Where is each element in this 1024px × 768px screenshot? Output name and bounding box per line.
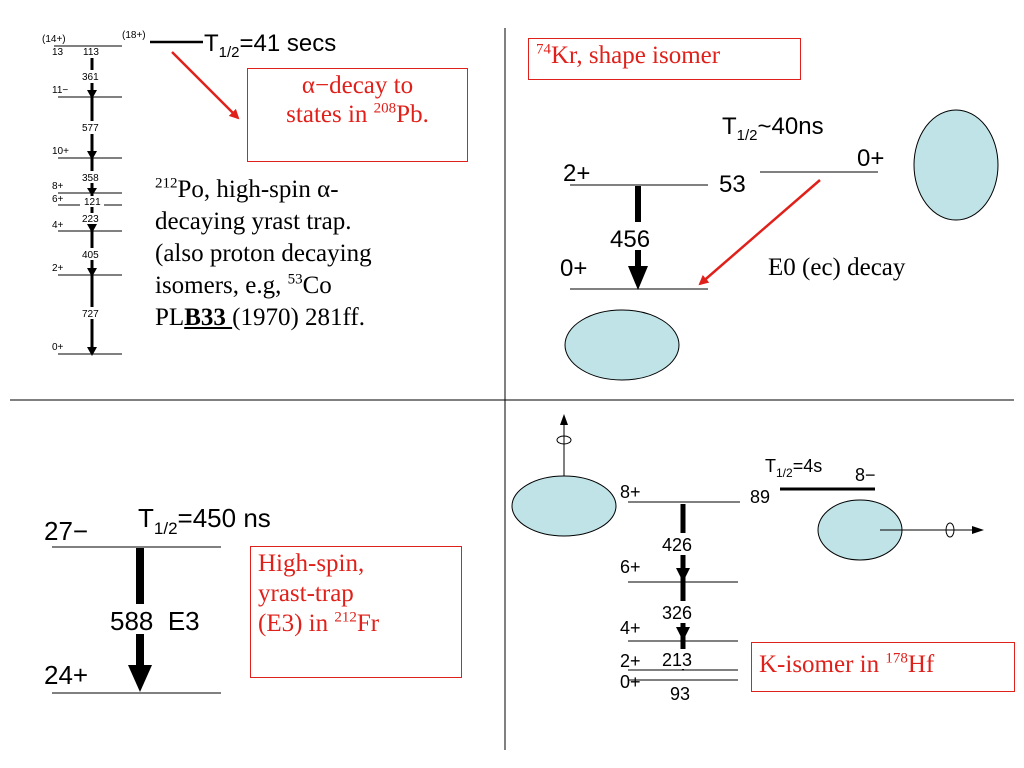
level-2plus-label: 2+ xyxy=(563,160,590,187)
spin-label-6plus: 6+ xyxy=(52,194,64,205)
spin-label-4plus: 4+ xyxy=(52,220,64,231)
fr212-box-line2: yrast-trap xyxy=(258,580,354,607)
spin-label-8plus: 8+ xyxy=(52,181,64,192)
fr212-box: High-spin, yrast-trap (E3) in 212Fr xyxy=(250,546,462,678)
fr212-box-line3: (E3) in 212Fr xyxy=(258,609,380,637)
arrow-head xyxy=(87,268,97,277)
transition-358: 358 xyxy=(82,173,99,184)
po212-level-scheme: (14+) 13 113 (18+) 11− 10+ 8+ 6+ 4+ 2+ 0… xyxy=(42,30,203,356)
arrow-head xyxy=(87,151,97,160)
arrow-head xyxy=(87,224,97,233)
rotating-nucleus-ellipse xyxy=(511,475,617,537)
transition-456: 456 xyxy=(610,226,650,253)
isomer-energy-53: 53 xyxy=(719,171,746,198)
hf178-ground-band: 8+ 6+ 4+ 2+ 0+ 426 326 213 93 xyxy=(620,482,740,704)
transition-93: 93 xyxy=(670,684,690,704)
e0-decay-arrow xyxy=(698,179,821,286)
level-6plus-label: 6+ xyxy=(620,557,641,577)
transition-426: 426 xyxy=(662,535,692,555)
spin-axis-right-loop xyxy=(945,522,955,538)
spin-axis-right-head xyxy=(972,526,984,534)
spin-label-18plus: (18+) xyxy=(122,30,146,41)
alpha-decay-arrow xyxy=(171,51,240,120)
e3-gamma-arrowhead xyxy=(128,665,152,692)
transition-588-e3: 588 E3 xyxy=(110,606,200,636)
oblate-shape-ellipse xyxy=(564,309,680,381)
spin-label-13: 13 xyxy=(52,47,64,58)
desc-line2: decaying yrast trap. xyxy=(155,208,352,235)
prolate-shape-ellipse xyxy=(913,109,999,221)
isomer-spin-0plus: 0+ xyxy=(857,145,884,172)
arrow-head xyxy=(676,627,690,641)
spin-axis-up-loop xyxy=(556,435,572,445)
desc-line3: (also proton decaying xyxy=(155,240,372,267)
po212-halflife: T1/2=41 secs xyxy=(204,30,336,61)
transition-727: 727 xyxy=(82,309,99,320)
spin-label-11minus: 11− xyxy=(52,85,68,96)
fr212-halflife: T1/2=450 ns xyxy=(138,503,271,538)
level-0plus-label: 0+ xyxy=(560,255,587,282)
spin-label-14plus: (14+) xyxy=(42,34,66,45)
gamma-456-arrowhead xyxy=(628,266,648,290)
isomer-spin-8minus: 8− xyxy=(855,465,876,485)
isomer-energy-89: 89 xyxy=(750,487,770,507)
level-24plus-label: 24+ xyxy=(44,660,88,690)
e0-decay-label: E0 (ec) decay xyxy=(768,254,906,281)
desc-line4: isomers, e.g, 53Co xyxy=(155,271,332,299)
transition-223: 223 xyxy=(82,214,99,225)
transition-405: 405 xyxy=(82,250,99,261)
arrow-head xyxy=(87,188,97,196)
level-27minus-label: 27− xyxy=(44,516,88,546)
kr74-halflife: T1/2~40ns xyxy=(722,113,824,144)
transition-121: 121 xyxy=(84,197,101,208)
spin-axis-up-head xyxy=(560,414,568,425)
arrow-head xyxy=(87,347,97,356)
arrow-head xyxy=(676,568,690,582)
alpha-decay-line1: α−decay to xyxy=(301,72,414,99)
desc-line1: 212Po, high-spin α- xyxy=(155,175,339,203)
arrow-head xyxy=(87,90,97,99)
energy-label-113: 113 xyxy=(83,47,99,58)
level-4plus-label: 4+ xyxy=(620,618,641,638)
spin-label-10plus: 10+ xyxy=(52,146,69,157)
alpha-decay-box: α−decay to states in 208Pb. xyxy=(247,68,468,162)
desc-line5: PLB33 (1970) 281ff. xyxy=(155,304,365,331)
po212-description: 212Po, high-spin α- decaying yrast trap.… xyxy=(155,174,485,334)
level-2plus-label: 2+ xyxy=(620,651,641,671)
fr212-box-line1: High-spin, xyxy=(258,550,365,577)
transition-326: 326 xyxy=(662,603,692,623)
kr74-title-box: 74Kr, shape isomer xyxy=(528,38,801,80)
transition-361: 361 xyxy=(82,72,99,83)
alpha-decay-line2: states in 208Pb. xyxy=(286,100,429,128)
hf178-halflife: T1/2=4s xyxy=(765,456,822,480)
level-8plus-label: 8+ xyxy=(620,482,641,502)
spin-label-0plus: 0+ xyxy=(52,342,64,353)
level-0plus-label: 0+ xyxy=(620,672,641,692)
spin-label-2plus: 2+ xyxy=(52,263,64,274)
transition-577: 577 xyxy=(82,123,99,134)
transition-213: 213 xyxy=(662,650,692,670)
hf178-k-isomer-box: K-isomer in 178Hf xyxy=(751,642,1015,692)
